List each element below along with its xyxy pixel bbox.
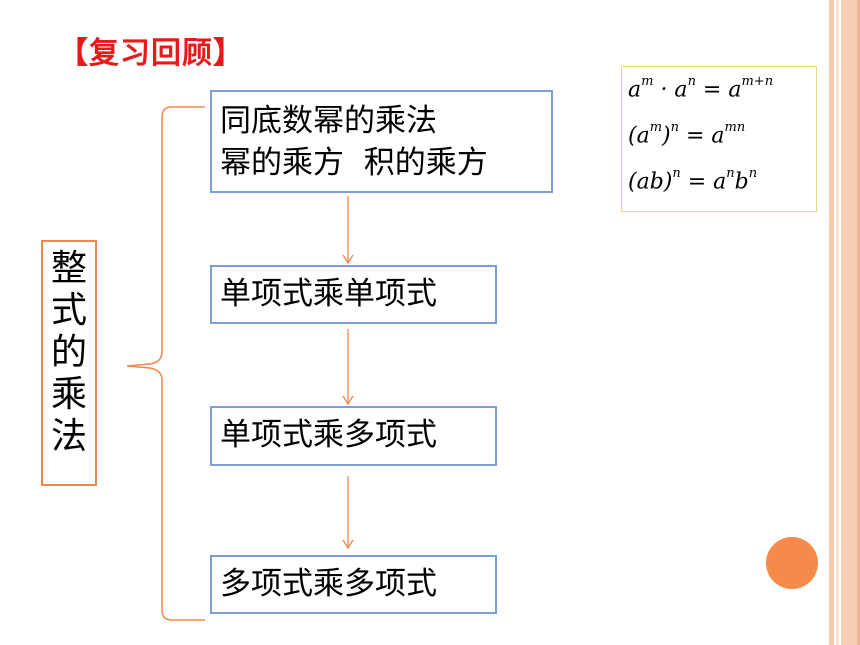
formula-product-power-rule: (ab)n = anbn xyxy=(628,166,758,195)
decor-stripe-3 xyxy=(841,0,857,645)
decor-stripe-2 xyxy=(836,0,839,645)
box-power-rules: 同底数幂的乘法 幂的乘方 积的乘方 xyxy=(210,90,553,193)
arrow-3 xyxy=(342,476,354,550)
accent-circle xyxy=(766,537,818,589)
side-label-char: 的 xyxy=(50,332,87,373)
brace xyxy=(126,106,205,621)
box-line: 同底数幂的乘法 xyxy=(220,103,437,139)
formula-box: am · an = am+n (am)n = amn (ab)n = anbn xyxy=(621,66,817,212)
formula-power-rule: (am)n = amn xyxy=(628,120,746,149)
slide-title: 【复习回顾】 xyxy=(58,36,244,71)
arrow-1 xyxy=(342,196,354,265)
side-label-char: 整 xyxy=(50,248,87,289)
arrow-2 xyxy=(342,329,354,406)
box-line: 多项式乘多项式 xyxy=(220,566,437,602)
box-line: 幂的乘方 积的乘方 xyxy=(220,145,488,181)
side-label-box: 整 式 的 乘 法 xyxy=(41,240,97,486)
box-mono-times-poly: 单项式乘多项式 xyxy=(210,406,497,466)
formula-product-rule: am · an = am+n xyxy=(628,74,774,103)
box-line: 单项式乘单项式 xyxy=(220,276,437,312)
decor-stripe-1 xyxy=(829,0,834,645)
box-poly-times-poly: 多项式乘多项式 xyxy=(210,555,497,614)
side-label-char: 式 xyxy=(50,290,87,331)
box-line: 单项式乘多项式 xyxy=(220,417,437,453)
decor-stripe-4 xyxy=(857,0,860,645)
box-mono-times-mono: 单项式乘单项式 xyxy=(210,265,497,324)
side-label-char: 法 xyxy=(50,416,87,457)
side-label-char: 乘 xyxy=(50,374,87,415)
